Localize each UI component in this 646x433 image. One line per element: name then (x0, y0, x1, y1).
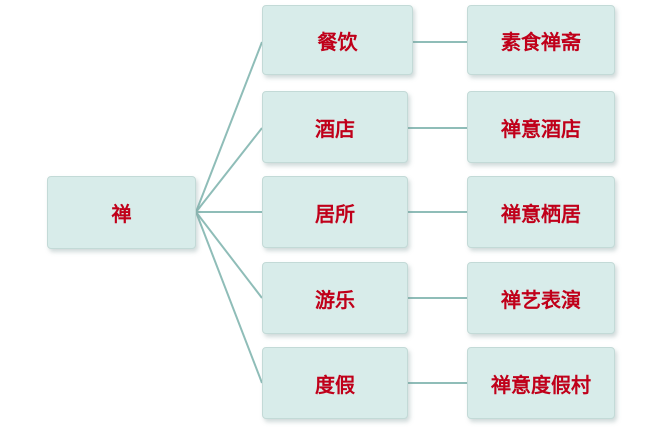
category-label: 餐饮 (317, 29, 358, 54)
category-label: 酒店 (315, 116, 355, 141)
item-node-zen-resort: 禅意度假村 (467, 347, 615, 419)
category-label: 游乐 (315, 287, 355, 312)
root-node: 禅 (47, 176, 196, 249)
item-label: 禅意酒店 (501, 116, 581, 141)
root-label: 禅 (111, 202, 132, 226)
connector-root-hotel (195, 127, 263, 213)
item-label: 禅意度假村 (491, 372, 591, 397)
category-label: 居所 (315, 201, 355, 226)
item-node-zen-hotel: 禅意酒店 (467, 91, 615, 163)
connector-root-leisure (195, 211, 263, 299)
category-node-residence: 居所 (262, 176, 408, 248)
category-node-hotel: 酒店 (262, 91, 408, 163)
category-node-leisure: 游乐 (262, 262, 408, 334)
category-label: 度假 (315, 372, 355, 397)
connector-root-dining (195, 41, 263, 213)
item-label: 禅艺表演 (501, 287, 581, 312)
item-label: 素食禅斋 (501, 29, 581, 54)
connector-root-vacation (195, 211, 263, 384)
item-label: 禅意栖居 (501, 201, 581, 226)
item-node-vegetarian-zen-meals: 素食禅斋 (467, 5, 615, 75)
item-node-zen-dwelling: 禅意栖居 (467, 176, 615, 248)
item-node-zen-performance: 禅艺表演 (467, 262, 615, 334)
category-node-dining: 餐饮 (262, 5, 413, 75)
category-node-vacation: 度假 (262, 347, 408, 419)
